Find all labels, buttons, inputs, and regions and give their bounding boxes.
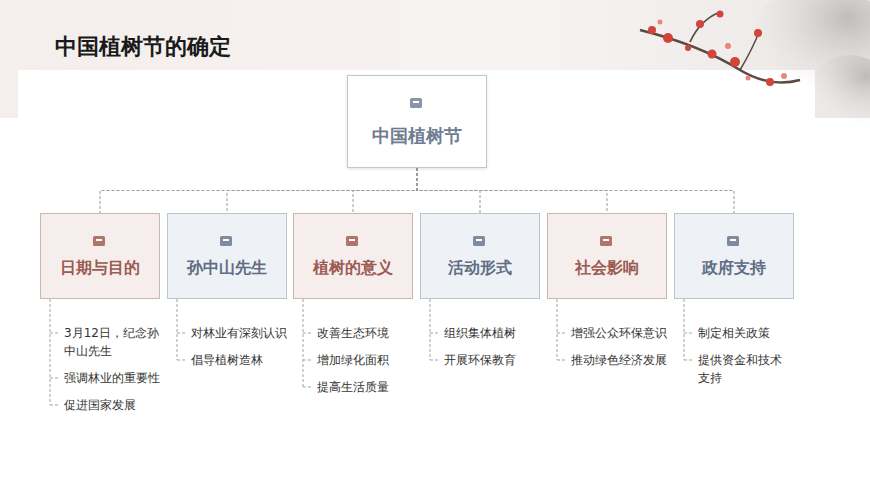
bullet-list: 增强公众环保意识推动绿色经济发展	[571, 324, 667, 378]
box-icon	[726, 234, 742, 248]
bullet-text: 推动绿色经济发展	[571, 351, 667, 369]
box-label: 社会影响	[575, 258, 639, 279]
bullet-text: 组织集体植树	[444, 324, 540, 342]
leader-line	[50, 333, 59, 334]
leader-line	[557, 360, 566, 361]
category-box: 活动形式	[420, 213, 540, 299]
bullet-text: 改善生态环境	[317, 324, 413, 342]
bullet-text: 增加绿化面积	[317, 351, 413, 369]
bullet-text: 提供资金和技术支持	[698, 351, 782, 387]
category-box: 日期与目的	[40, 213, 160, 299]
leader-line	[684, 333, 693, 334]
page-title: 中国植树节的确定	[55, 32, 231, 62]
bullet-text: 提高生活质量	[317, 378, 413, 396]
bullet-list: 组织集体植树开展环保教育	[444, 324, 540, 378]
leader-line	[303, 299, 304, 387]
leader-line	[557, 333, 566, 334]
leader-line	[177, 299, 178, 360]
box-label: 中国植树节	[372, 124, 462, 148]
box-label: 植树的意义	[313, 258, 393, 279]
category-box: 孙中山先生	[167, 213, 287, 299]
tree-connector	[100, 168, 417, 213]
leader-line	[177, 360, 186, 361]
bullet-list: 制定相关政策提供资金和技术支持	[698, 324, 782, 396]
bullet-list: 改善生态环境增加绿化面积提高生活质量	[317, 324, 413, 405]
box-label: 孙中山先生	[187, 258, 267, 279]
bullet-text: 倡导植树造林	[191, 351, 287, 369]
box-icon	[472, 234, 488, 248]
leader-line	[684, 360, 693, 361]
leader-line	[50, 405, 59, 406]
box-icon	[345, 234, 361, 248]
box-icon	[92, 234, 108, 248]
bullet-text: 促进国家发展	[64, 396, 160, 414]
tree-connector	[353, 168, 417, 213]
leader-line	[303, 360, 312, 361]
leader-line	[177, 333, 186, 334]
content-panel	[18, 70, 815, 489]
category-box: 政府支持	[674, 213, 794, 299]
leader-line	[50, 378, 59, 379]
box-icon	[599, 234, 615, 248]
tree-connector	[227, 168, 417, 213]
plum-blossom-painting	[640, 0, 870, 125]
leader-line	[50, 299, 51, 405]
bullet-text: 对林业有深刻认识	[191, 324, 287, 342]
tree-connector	[417, 168, 734, 213]
box-label: 政府支持	[702, 258, 766, 279]
category-box: 社会影响	[547, 213, 667, 299]
leader-line	[684, 299, 685, 360]
box-label: 日期与目的	[60, 258, 140, 279]
root-box: 中国植树节	[347, 75, 487, 168]
bullet-list: 对林业有深刻认识倡导植树造林	[191, 324, 287, 378]
leader-line	[303, 387, 312, 388]
leader-line	[557, 299, 558, 360]
bullet-text: 3月12日，纪念孙中山先生	[64, 324, 160, 360]
category-box: 植树的意义	[293, 213, 413, 299]
bullet-text: 制定相关政策	[698, 324, 782, 342]
box-label: 活动形式	[448, 258, 512, 279]
bullet-list: 3月12日，纪念孙中山先生强调林业的重要性促进国家发展	[64, 324, 160, 423]
box-icon	[219, 234, 235, 248]
leader-line	[430, 333, 439, 334]
leader-line	[303, 333, 312, 334]
bullet-text: 强调林业的重要性	[64, 369, 160, 387]
leader-line	[430, 299, 431, 360]
box-icon	[409, 96, 425, 110]
leader-line	[430, 360, 439, 361]
bullet-text: 开展环保教育	[444, 351, 540, 369]
bullet-text: 增强公众环保意识	[571, 324, 667, 342]
